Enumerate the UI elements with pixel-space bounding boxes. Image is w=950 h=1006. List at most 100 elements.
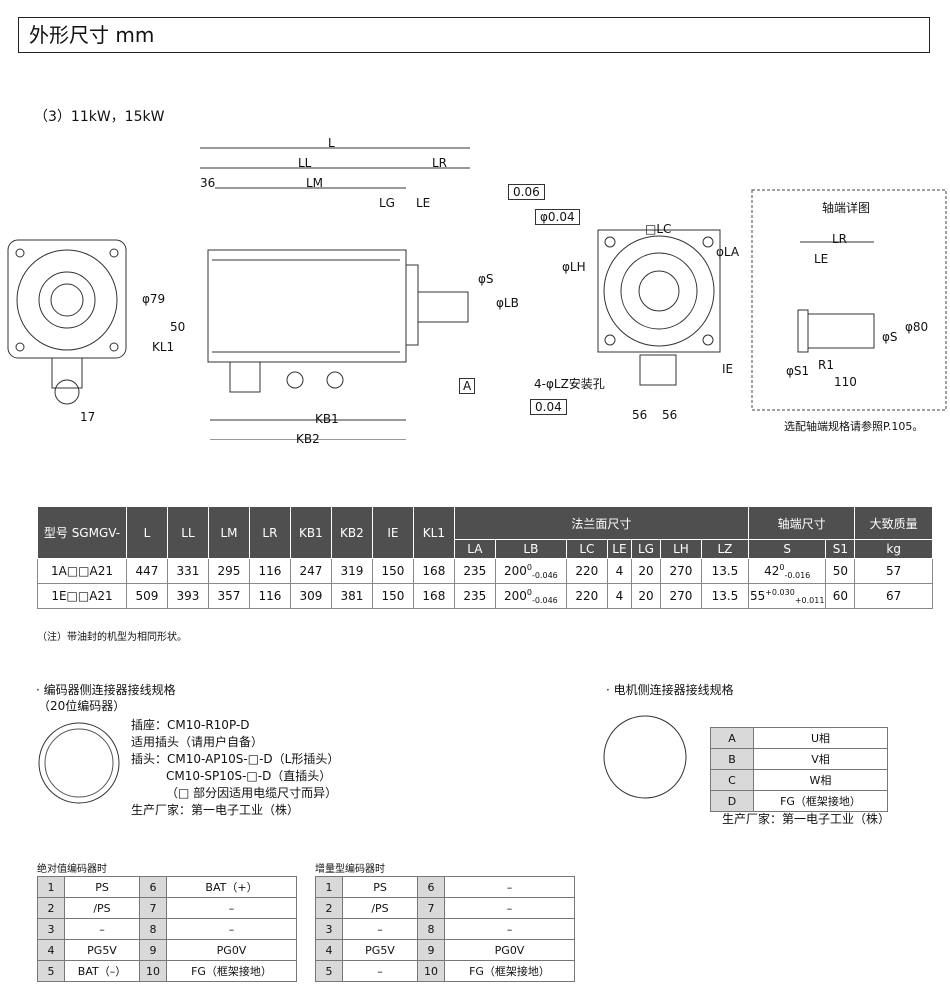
flange-view bbox=[597, 229, 721, 386]
pin-no: 10 bbox=[139, 960, 167, 982]
cell-LC: 220 bbox=[565, 583, 608, 609]
shaft-dim-phiS1: φS1 bbox=[786, 364, 810, 378]
pin-signal: – bbox=[444, 897, 575, 919]
col-LE: LE bbox=[606, 539, 633, 559]
cell-KB2: 381 bbox=[330, 583, 373, 609]
pin-no: 10 bbox=[417, 960, 445, 982]
pin-no: 7 bbox=[417, 897, 445, 919]
pin-no: 2 bbox=[37, 897, 65, 919]
cell-LR: 116 bbox=[248, 583, 291, 609]
dim-phiS: φS bbox=[478, 272, 494, 286]
encoder-line-5: （□ 部分因适用电缆尺寸而异） bbox=[166, 786, 338, 800]
shaft-dim-LE: LE bbox=[814, 252, 829, 266]
cell-KL1: 168 bbox=[412, 558, 455, 584]
tolerance-perp: 0.06 bbox=[508, 184, 545, 200]
lb-value: 200 bbox=[503, 564, 527, 578]
pin-no: 8 bbox=[417, 918, 445, 940]
table-row: 1A□□A21 447 331 295 116 247 319 150 168 … bbox=[37, 558, 933, 584]
col-kg: kg bbox=[854, 539, 933, 559]
cell-LH: 270 bbox=[659, 558, 702, 584]
cell-kg: 57 bbox=[854, 558, 933, 584]
pin-signal: – bbox=[64, 918, 140, 940]
cell-L: 509 bbox=[126, 583, 168, 609]
pin-id: B bbox=[710, 748, 754, 770]
s-tol-up: 0 bbox=[779, 563, 785, 572]
col-LC: LC bbox=[565, 539, 608, 559]
dim-56-right: 56 bbox=[662, 408, 678, 422]
pin-signal: – bbox=[342, 960, 418, 982]
pin-no: 8 bbox=[139, 918, 167, 940]
pin-no: 7 bbox=[139, 897, 167, 919]
dim-KB2: KB2 bbox=[296, 432, 320, 446]
dim-56-left: 56 bbox=[632, 408, 648, 422]
encoder-connector-icon bbox=[38, 722, 120, 804]
pin-signal: BAT（–） bbox=[64, 960, 140, 982]
encoder-line-1: 插座：CM10-R10P-D bbox=[131, 718, 250, 732]
pin-no: 3 bbox=[315, 918, 343, 940]
pin-no: 5 bbox=[37, 960, 65, 982]
pin-signal: PS bbox=[342, 876, 418, 898]
pin-signal: – bbox=[166, 918, 297, 940]
col-LA: LA bbox=[453, 539, 496, 559]
shaft-dim-phiS: φS bbox=[882, 330, 898, 344]
pin-id: D bbox=[710, 790, 754, 812]
col-LR: LR bbox=[248, 506, 291, 559]
motor-title: · 电机侧连接器接线规格 bbox=[606, 683, 734, 697]
section-title: （3）11kW，15kW bbox=[34, 109, 165, 125]
dim-17: 17 bbox=[80, 410, 96, 424]
pin-signal: W相 bbox=[753, 769, 888, 791]
pin-signal: V相 bbox=[753, 748, 888, 770]
dim-LG: LG bbox=[379, 196, 395, 210]
cell-LG: 20 bbox=[631, 583, 661, 609]
col-flange: 法兰面尺寸 bbox=[453, 506, 749, 540]
s-value: 55 bbox=[749, 589, 766, 603]
dim-LE: LE bbox=[416, 196, 431, 210]
pin-no: 6 bbox=[139, 876, 167, 898]
col-weight: 大致质量 bbox=[854, 506, 933, 540]
datum-a: A bbox=[459, 378, 476, 394]
cell-S1: 60 bbox=[825, 583, 856, 609]
pin-signal: – bbox=[444, 918, 575, 940]
mount-hole-label: 4-φLZ安装孔 bbox=[534, 377, 605, 391]
dim-KB1: KB1 bbox=[315, 412, 339, 426]
pin-signal: BAT（+） bbox=[166, 876, 297, 898]
pin-no: 2 bbox=[315, 897, 343, 919]
col-IE: IE bbox=[371, 506, 414, 559]
inc-table-title: 增量型编码器时 bbox=[315, 864, 385, 875]
pin-signal: /PS bbox=[64, 897, 140, 919]
cell-LA: 235 bbox=[453, 583, 496, 609]
encoder-line-4: CM10-SP10S-□-D（直插头） bbox=[166, 769, 332, 783]
dim-phiLB: φLB bbox=[496, 296, 519, 310]
tolerance-concentric: φ0.04 bbox=[535, 209, 580, 225]
cell-LZ: 13.5 bbox=[700, 583, 749, 609]
page-title: 外形尺寸 mm bbox=[18, 17, 930, 53]
cell-LG: 20 bbox=[631, 558, 661, 584]
cell-L: 447 bbox=[126, 558, 168, 584]
table-note: （注）带油封的机型为相同形状。 bbox=[37, 632, 187, 643]
lb-tol-up: 0 bbox=[526, 563, 532, 572]
pin-signal: PG0V bbox=[166, 939, 297, 961]
pin-signal: PG5V bbox=[64, 939, 140, 961]
dim-IE: IE bbox=[722, 362, 734, 376]
cell-LC: 220 bbox=[565, 558, 608, 584]
col-L: L bbox=[126, 506, 168, 559]
pin-signal: PG5V bbox=[342, 939, 418, 961]
s-tol-low: +0.011 bbox=[794, 596, 825, 605]
cell-S: 55+0.030+0.011 bbox=[747, 583, 827, 609]
dim-LR: LR bbox=[432, 156, 448, 170]
cell-LE: 4 bbox=[606, 583, 633, 609]
dimension-drawing bbox=[7, 147, 947, 440]
cell-KB1: 247 bbox=[289, 558, 332, 584]
pin-no: 9 bbox=[139, 939, 167, 961]
lb-tol-low: -0.046 bbox=[531, 596, 558, 605]
dim-phi79: φ79 bbox=[142, 292, 166, 306]
dim-L: L bbox=[328, 136, 335, 150]
pin-signal: FG（框架接地） bbox=[444, 960, 575, 982]
dim-36: 36 bbox=[200, 176, 216, 190]
spec-table: 型号 SGMGV- L LL LM LR KB1 KB2 IE KL1 法兰面尺… bbox=[37, 506, 933, 609]
shaft-dim-phi80: φ80 bbox=[905, 320, 929, 334]
dim-KL1: KL1 bbox=[152, 340, 175, 354]
pin-no: 1 bbox=[315, 876, 343, 898]
